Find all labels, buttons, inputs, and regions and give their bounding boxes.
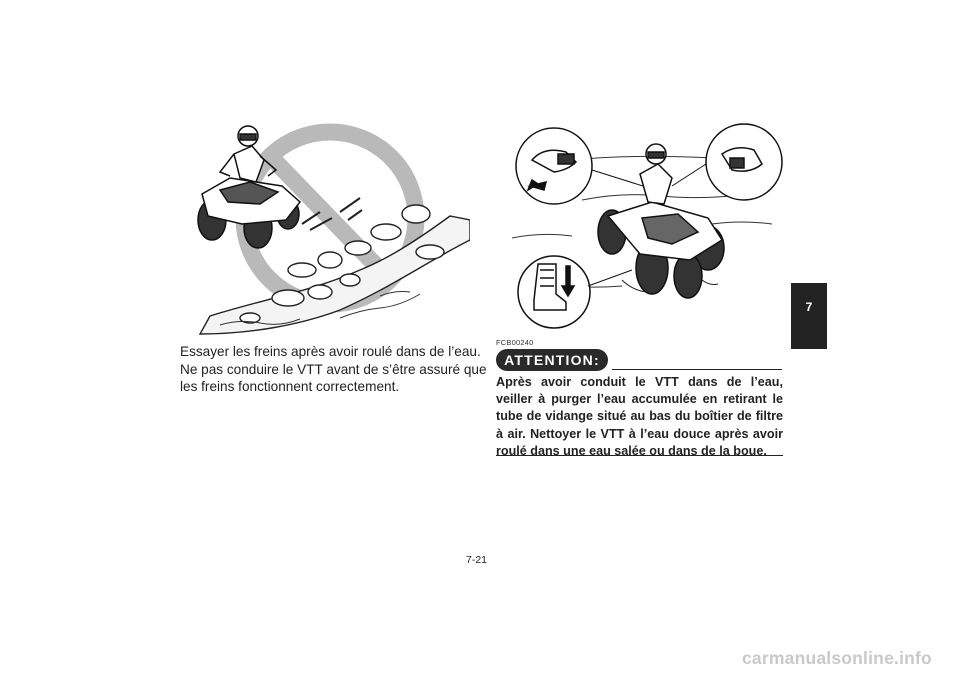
foot-brake-pedal-inset [517,255,591,329]
warning-code: FCB00240 [496,338,534,347]
attention-body: Après avoir conduit le VTT dans de l’eau… [496,374,783,460]
attention-bottom-rule [496,455,783,456]
attention-line-5: roulé dans une eau salée ou dans de la b… [496,443,767,458]
brake-check-caption: Essayer les freins après avoir roulé dan… [180,343,487,396]
right-brake-lever-inset [705,123,783,201]
attention-line-1: Après avoir conduit le VTT dans de l’eau… [496,375,783,389]
atv-water-crossing-prohibited-illustration [197,123,470,335]
attention-line-2: veiller à purger l’eau accumulée en reti… [496,392,783,407]
attention-line-3: tube de vidange situé au bas du boîtier … [496,409,783,424]
stream-rocks [198,204,470,335]
caption-line-1: Essayer les freins après avoir roulé dan… [180,344,481,359]
attention-badge: ATTENTION: [496,349,608,371]
left-brake-lever-inset [515,127,593,205]
attention-line-4: à air. Nettoyer le VTT à l’eau douce apr… [496,426,783,441]
page-number: 7-21 [466,554,488,566]
chapter-number: 7 [805,300,813,314]
chapter-tab: 7 [791,283,827,349]
caption-line-3: les freins fonctionnent correctement. [180,379,400,394]
atv-rider-right [597,143,725,299]
watermark: carmanualsonline.info [742,648,932,668]
caption-line-2: Ne pas conduire le VTT avant de s’être a… [180,361,487,377]
atv-brake-check-illustration [512,123,783,329]
attention-top-rule [612,369,782,370]
atv-rider [197,125,302,249]
